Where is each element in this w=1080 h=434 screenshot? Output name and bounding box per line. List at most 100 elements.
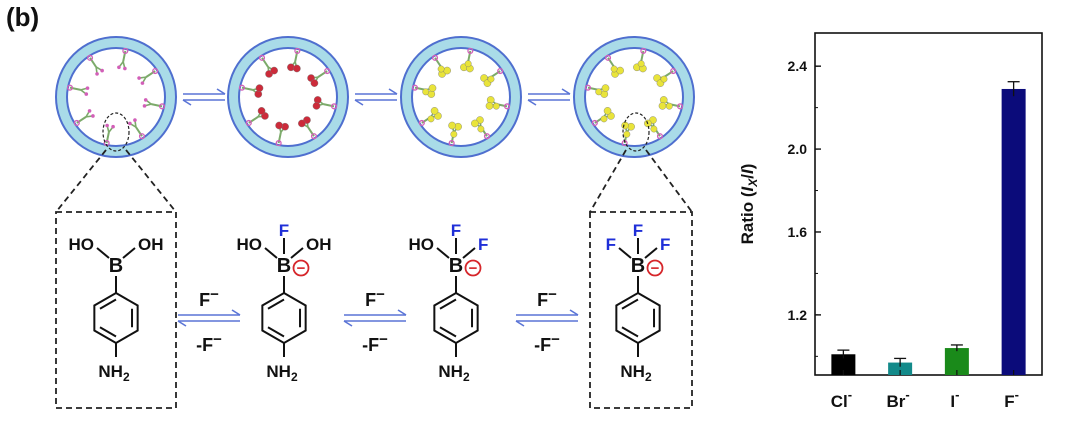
top-substituent: F xyxy=(633,221,643,240)
linker-anchor xyxy=(448,140,455,147)
left-substituent: HO xyxy=(237,235,263,254)
linker-tip xyxy=(133,118,137,122)
bar-f xyxy=(1001,88,1026,376)
linker-anchor xyxy=(138,133,146,140)
zoom-box xyxy=(55,211,177,409)
linker-stem xyxy=(145,70,156,78)
boron-label: B xyxy=(109,255,123,277)
linker-stem xyxy=(317,70,328,78)
bound-anion xyxy=(275,121,283,130)
equilibrium-arrow xyxy=(343,309,407,327)
linker-anchor xyxy=(324,67,331,75)
linker-anchor xyxy=(483,133,491,140)
ring-inner xyxy=(238,47,338,147)
reverse-label: -F− xyxy=(534,331,560,355)
top-substituent: F xyxy=(451,221,461,240)
right-substituent: OH xyxy=(306,235,332,254)
arrow-head xyxy=(397,309,407,316)
equilibrium-arrows-top xyxy=(182,88,571,106)
top-substituent: F xyxy=(279,221,289,240)
nanopore-ring xyxy=(573,36,695,158)
linker-stem xyxy=(607,57,615,68)
zoom-line xyxy=(645,149,693,213)
zoom-ellipse xyxy=(622,112,650,152)
double-bond xyxy=(439,298,457,310)
linker-tip xyxy=(84,92,89,96)
zoom-line xyxy=(589,149,627,213)
bound-anion xyxy=(464,60,472,68)
double-bond xyxy=(99,326,117,338)
boron-label: B xyxy=(277,255,291,277)
plot-frame xyxy=(814,32,1043,376)
boron-label: B xyxy=(449,255,463,277)
bound-anion xyxy=(601,84,610,92)
y-axis-label: Ratio (IX/I) xyxy=(738,164,760,245)
linker-anchor xyxy=(258,54,266,61)
bound-anion xyxy=(422,88,430,96)
amine-label: NH2 xyxy=(620,362,652,384)
charge-sign: − xyxy=(469,260,478,277)
arrow-head xyxy=(177,320,187,327)
arrow-head xyxy=(515,320,525,327)
linker-tip xyxy=(117,65,121,70)
bound-anion xyxy=(477,125,485,133)
amine-label: NH2 xyxy=(266,362,298,384)
linker-anchor xyxy=(411,84,418,91)
ring-inner xyxy=(411,47,511,147)
bar-br xyxy=(888,362,913,375)
equilibrium-arrows-bottom: F−-F−F−-F−F−-F− xyxy=(177,286,579,355)
linker-anchor xyxy=(159,103,166,110)
bound-anion xyxy=(603,107,612,115)
bound-anion xyxy=(443,66,451,75)
linker-tip xyxy=(143,98,148,102)
ring-inner xyxy=(584,47,684,147)
arrow-head xyxy=(182,99,192,106)
zoom-line xyxy=(55,149,107,213)
bound-anion xyxy=(270,66,278,75)
linker-anchor xyxy=(294,47,301,54)
double-bond xyxy=(267,298,285,310)
equilibrium-arrow xyxy=(354,88,398,106)
bound-anion xyxy=(437,65,445,73)
y-tick-label: 2.4 xyxy=(788,58,808,74)
linker-stem xyxy=(76,116,87,124)
linker-tip xyxy=(100,68,104,73)
left-substituent: HO xyxy=(69,235,95,254)
arrow-head xyxy=(231,309,241,316)
linker-anchor xyxy=(238,84,245,91)
linker-anchor xyxy=(331,103,338,110)
linker-anchor xyxy=(152,67,159,75)
y-tick-label: 1.6 xyxy=(788,224,808,240)
linker-stem xyxy=(89,57,97,68)
left-substituent: HO xyxy=(409,235,435,254)
linker-tip xyxy=(95,72,99,76)
forward-label: F− xyxy=(199,286,219,310)
zoom-line xyxy=(125,149,177,213)
negative-charge xyxy=(646,259,664,277)
linker-stem xyxy=(261,57,269,68)
reverse-label: -F− xyxy=(196,331,222,355)
zoom-ellipse xyxy=(102,112,130,152)
bound-anion xyxy=(487,75,495,83)
amine-label: NH2 xyxy=(98,362,130,384)
linker-anchor xyxy=(245,119,252,127)
right-substituent: F xyxy=(660,235,670,254)
bound-anion xyxy=(492,102,500,110)
linker-anchor xyxy=(497,67,504,75)
linker-anchor xyxy=(86,54,94,61)
bound-anion xyxy=(658,102,667,110)
negative-charge xyxy=(292,259,310,277)
bound-anion xyxy=(637,60,645,68)
linker-tip xyxy=(85,86,90,90)
zoom-box xyxy=(589,211,693,409)
bound-anion xyxy=(257,107,266,115)
linker-tip xyxy=(140,81,145,85)
linker-anchor xyxy=(604,54,612,61)
arrow-head xyxy=(569,309,579,316)
linker-anchor xyxy=(670,67,677,75)
linker-anchor xyxy=(584,84,591,91)
